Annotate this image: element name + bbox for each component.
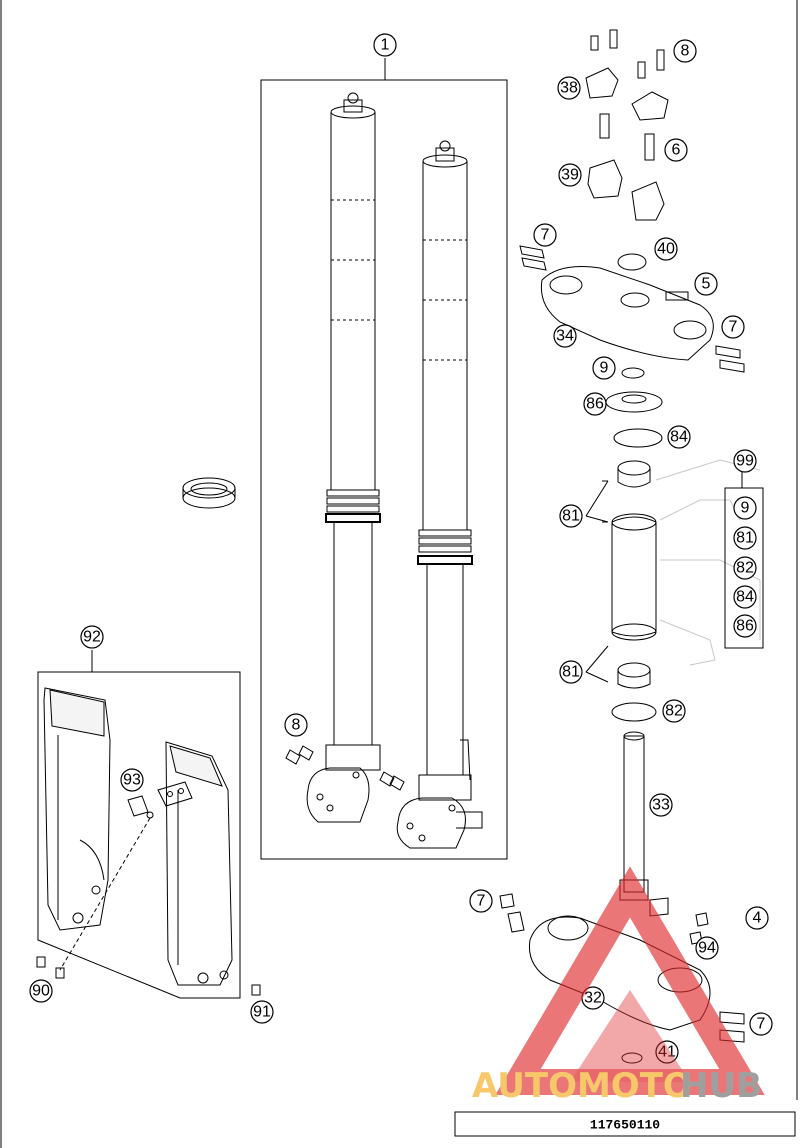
watermark-triangle-logo xyxy=(495,866,765,1095)
callout-93: 93 xyxy=(123,772,141,789)
callout-99: 99 xyxy=(736,453,754,470)
kit-99-box xyxy=(724,487,764,649)
callout-81: 81 xyxy=(562,508,580,525)
callout-81: 81 xyxy=(562,664,580,681)
leader-lines xyxy=(91,470,743,683)
watermark-text-automoto: AUTOMOTO xyxy=(472,1066,692,1106)
callout-labels: 1 8 38 6 39 7 40 5 34 7 9 86 84 99 9 81 … xyxy=(32,37,765,1061)
callout-34: 34 xyxy=(556,328,574,345)
kit-item: 9 xyxy=(741,500,750,517)
steering-bearings xyxy=(605,367,663,901)
callout-7: 7 xyxy=(757,1016,766,1033)
kit-item: 81 xyxy=(736,530,754,547)
callout-7: 7 xyxy=(541,227,550,244)
part-number: 117650110 xyxy=(590,1118,660,1133)
callout-32: 32 xyxy=(584,990,602,1007)
kit-item: 82 xyxy=(736,560,754,577)
callout-1: 1 xyxy=(381,37,390,54)
callout-7: 7 xyxy=(729,319,738,336)
fork-protector-kit xyxy=(36,650,261,999)
callout-7: 7 xyxy=(477,893,486,910)
callout-9: 9 xyxy=(600,360,609,377)
part-number-box: 117650110 xyxy=(454,1111,796,1137)
callout-5: 5 xyxy=(702,276,711,293)
callout-84: 84 xyxy=(670,429,688,446)
callouts xyxy=(29,33,773,1064)
callout-38: 38 xyxy=(560,80,578,97)
axle-clamp-screws xyxy=(285,745,405,791)
automotohub-watermark: AUTOMOTO HUB xyxy=(472,866,765,1106)
callout-33: 33 xyxy=(652,797,670,814)
callout-92: 92 xyxy=(83,629,101,646)
callout-91: 91 xyxy=(253,1004,271,1021)
callout-82: 82 xyxy=(665,703,683,720)
callout-40: 40 xyxy=(657,241,675,258)
callout-94: 94 xyxy=(698,940,716,957)
callout-4: 4 xyxy=(753,910,762,927)
callout-8: 8 xyxy=(292,717,301,734)
fork-assembly xyxy=(260,58,508,860)
upper-triple-clamp xyxy=(519,245,745,373)
callout-86: 86 xyxy=(586,396,604,413)
callout-41: 41 xyxy=(658,1044,676,1061)
right-fork-leg xyxy=(396,140,483,849)
callout-8: 8 xyxy=(681,43,690,60)
watermark-text-hub: HUB xyxy=(680,1066,762,1106)
kit-item: 86 xyxy=(736,618,754,635)
handlebar-clamps xyxy=(585,29,669,221)
kit-item: 84 xyxy=(736,589,754,606)
loose-nut-ring xyxy=(182,477,236,509)
left-fork-leg xyxy=(306,92,381,823)
callout-90: 90 xyxy=(32,983,50,1000)
callout-6: 6 xyxy=(672,142,681,159)
callout-39: 39 xyxy=(561,167,579,184)
